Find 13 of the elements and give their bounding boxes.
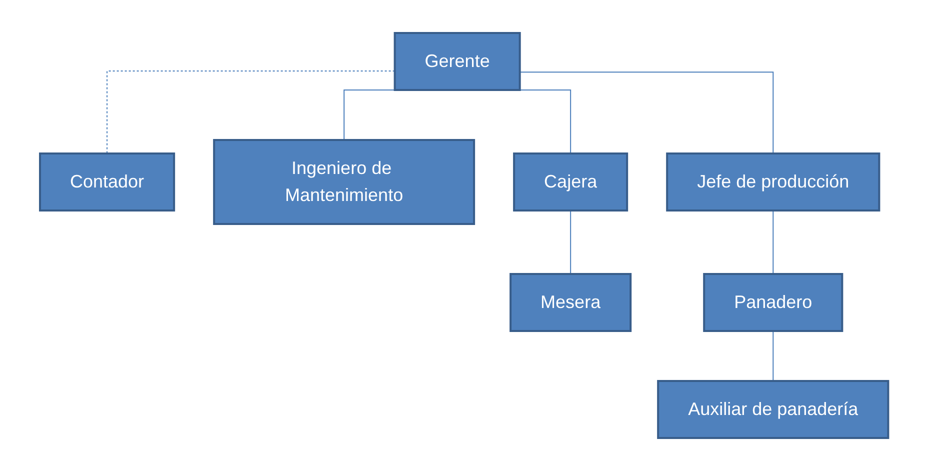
node-box: Cajera	[512, 152, 628, 212]
connector	[106, 70, 396, 154]
node-box: Ingeniero de Mantenimiento	[212, 139, 475, 225]
node-box: Panadero	[702, 273, 844, 332]
connector	[772, 210, 774, 274]
node-box: Contador	[38, 152, 175, 212]
node-box: Gerente	[394, 32, 521, 91]
node-box: Jefe de producción	[666, 152, 880, 212]
connector	[772, 330, 774, 382]
connector	[519, 72, 774, 154]
node-box: Mesera	[509, 273, 632, 332]
node-box: Auxiliar de panadería	[656, 380, 890, 439]
connector	[570, 210, 571, 274]
